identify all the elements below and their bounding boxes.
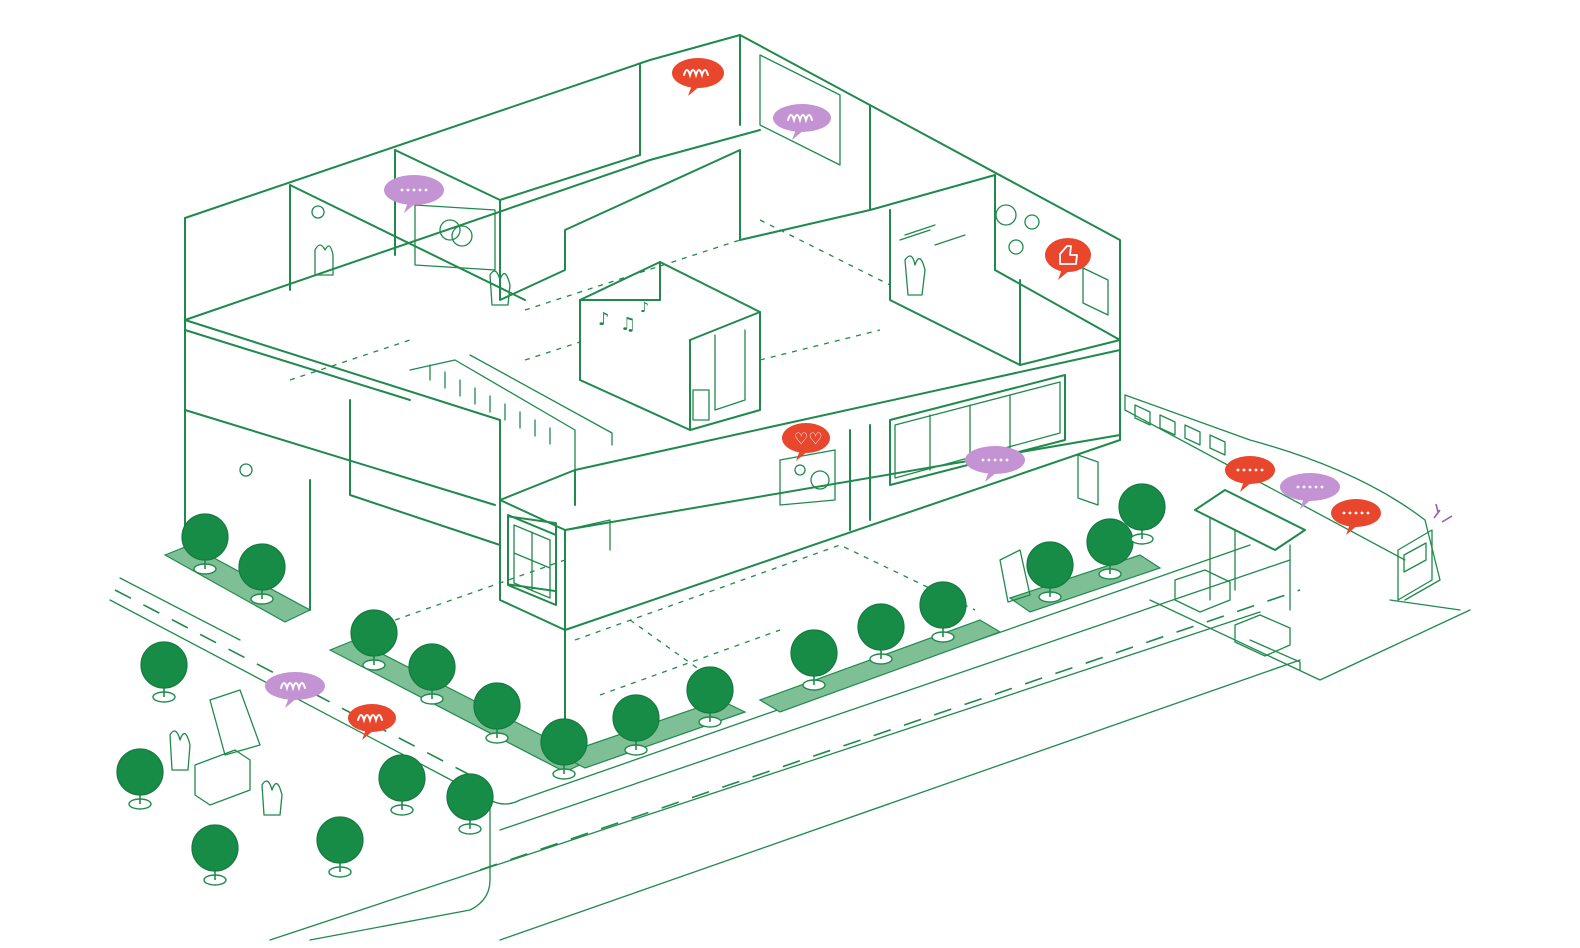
planter-strips: [163, 544, 1162, 773]
speech-bubble-squiggle: [773, 104, 831, 140]
speech-bubbles: ♡♡: [265, 58, 1381, 740]
svg-text:♫: ♫: [620, 314, 636, 335]
tree: [238, 543, 286, 605]
tree: [612, 694, 660, 756]
speech-bubble-squiggle: [672, 58, 724, 96]
tree: [686, 666, 734, 728]
svg-text:♪: ♪: [598, 309, 610, 330]
squiggle-icon: [357, 714, 383, 724]
tree: [1026, 541, 1074, 603]
squiggle-icon: [280, 682, 306, 692]
tree: [140, 641, 188, 703]
tree: [540, 718, 588, 780]
tree: [1086, 518, 1134, 580]
speech-bubble-dots: [1331, 499, 1381, 535]
speech-bubble-thumbs-up: [1045, 238, 1091, 280]
tree: [790, 629, 838, 691]
speech-bubble-dots: [965, 446, 1025, 482]
staircase: [409, 354, 613, 551]
speech-bubble-dots: [1280, 473, 1340, 509]
speech-bubble-dots: [384, 175, 444, 213]
tree: [473, 682, 521, 744]
trees: [116, 483, 1166, 886]
squiggle-icon: [787, 114, 813, 124]
speech-bubble-squiggle: [348, 704, 396, 740]
tree: [350, 609, 398, 671]
tree: [1118, 483, 1166, 545]
speech-bubble-squiggle: [265, 672, 325, 708]
building: [184, 34, 1121, 761]
tree: [191, 824, 239, 886]
tree: [408, 643, 456, 705]
squiggle-icon: [683, 69, 709, 79]
hearts-icon: ♡♡: [794, 429, 823, 448]
speech-bubble-dots: [1225, 456, 1275, 492]
svg-text:♪: ♪: [640, 300, 649, 316]
tree: [446, 773, 494, 835]
bus-stop: [1174, 489, 1306, 657]
interior-details: ♪ ♫ ♪: [169, 54, 1109, 816]
tree: [116, 748, 164, 810]
speech-bubble-hearts: ♡♡: [782, 423, 830, 461]
tree: [857, 603, 905, 665]
tree: [181, 513, 229, 575]
commuter-train: [1124, 394, 1461, 611]
tree: [919, 581, 967, 643]
tree: [316, 816, 364, 878]
street-network: [109, 544, 1471, 941]
tree: [378, 754, 426, 816]
thumbs-up-icon: [1059, 245, 1078, 265]
